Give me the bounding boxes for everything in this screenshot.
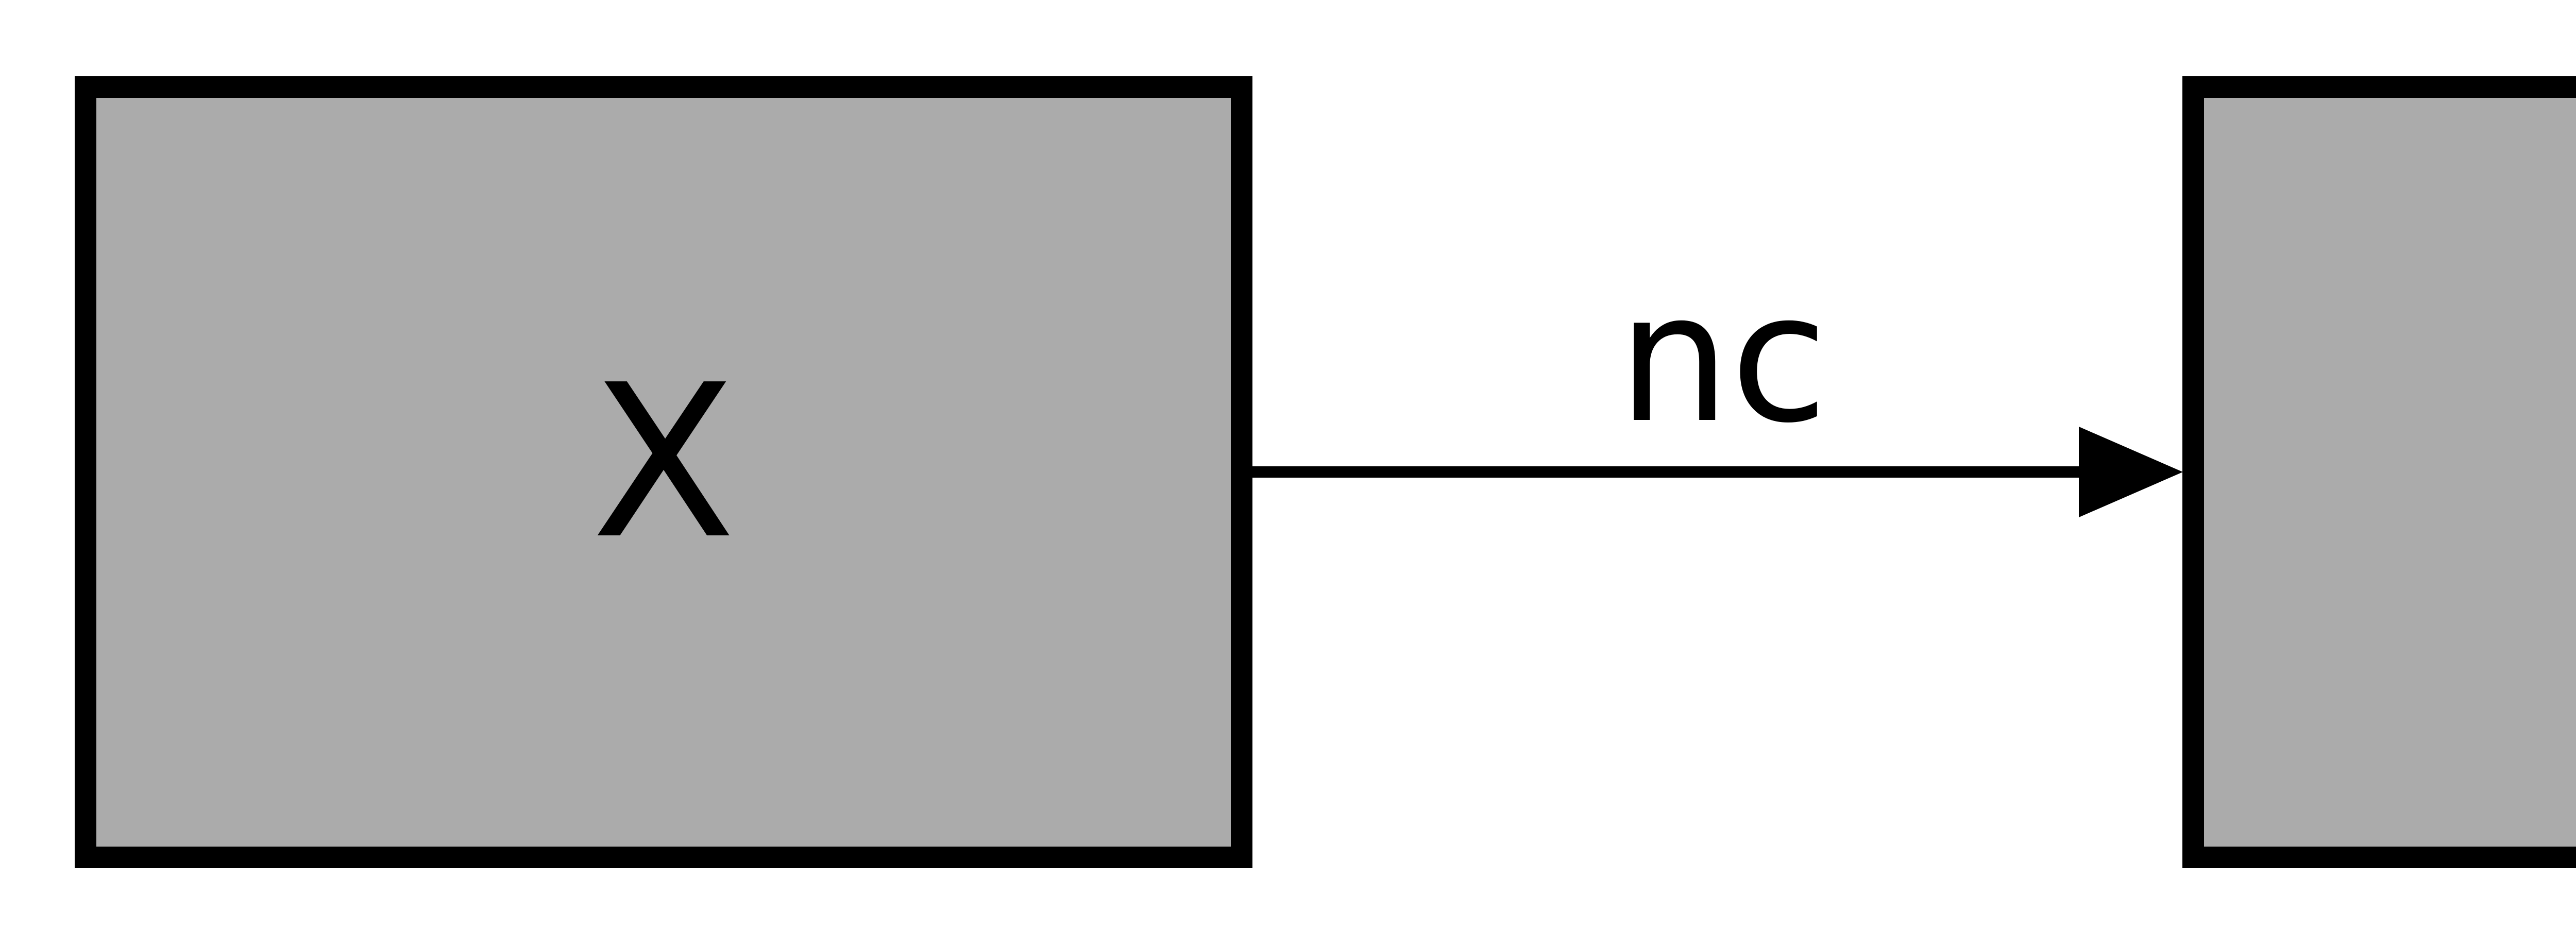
edge-line bbox=[1252, 466, 2079, 478]
node-y: Y bbox=[2182, 76, 2576, 868]
edge-arrowhead-icon bbox=[2079, 427, 2183, 517]
node-x: X bbox=[75, 76, 1252, 868]
node-x-label: X bbox=[591, 339, 736, 585]
edge-label: nc bbox=[1617, 256, 1828, 462]
